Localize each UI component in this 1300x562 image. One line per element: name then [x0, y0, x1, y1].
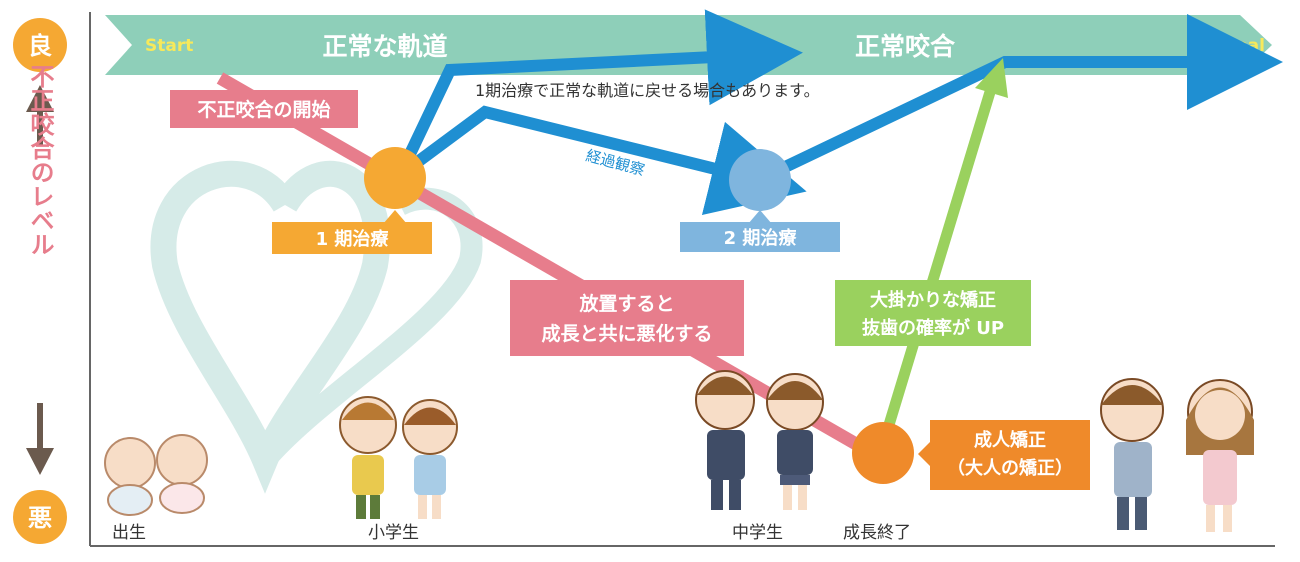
elementary-label: 小学生 [368, 523, 419, 543]
babies-illustration [104, 434, 208, 516]
bad-label: 悪 [28, 504, 52, 532]
worsening-tag [510, 280, 744, 356]
major-correction-tag [835, 280, 1031, 346]
adult-pointer [918, 442, 930, 466]
goal-label: Goal [1222, 36, 1265, 56]
phase1-tag [272, 222, 432, 254]
phase2-circle [729, 149, 791, 211]
worsening-line2: 成長と共に悪化する [541, 322, 712, 345]
growth-end-circle [852, 422, 914, 484]
bad-circle [13, 490, 67, 544]
return-note: 1期治療で正常な軌道に戻せる場合もあります。 [475, 81, 820, 100]
adult-correction-line1: 成人矯正 [974, 429, 1046, 451]
normal-track-title: 正常な軌道 [322, 32, 447, 61]
normal-track-banner [105, 15, 1272, 75]
phase1-label: 1 期治療 [316, 228, 390, 250]
phase2-label: 2 期治療 [724, 227, 798, 249]
phase1-circle [364, 147, 426, 209]
worsening-line1: 放置すると [578, 292, 674, 315]
arrow-up-icon [26, 85, 54, 112]
junior-high-illustration [695, 370, 824, 510]
elementary-kids-illustration [339, 396, 458, 519]
start-label: Start [145, 36, 193, 56]
growth-end-label: 成長終了 [843, 523, 911, 543]
green-arrowhead-icon [975, 58, 1008, 98]
malocclusion-level-label: 不正咬合のレベル [26, 64, 54, 256]
adult-correction-tag [930, 420, 1090, 490]
arrow-down-icon [26, 448, 54, 475]
major-correction-line2: 抜歯の確率が UP [862, 317, 1004, 339]
phase2-tag [680, 222, 840, 252]
adults-illustration [1100, 378, 1254, 532]
start-malocclusion-tag [170, 90, 358, 128]
good-circle [13, 18, 67, 72]
adult-correction-line2: （大人の矯正） [947, 457, 1073, 479]
major-correction-line1: 大掛かりな矯正 [870, 289, 996, 311]
birth-label: 出生 [112, 523, 146, 543]
worsening-line [216, 72, 874, 458]
vertical-label-bg [28, 145, 52, 403]
phase2-pointer [748, 210, 772, 224]
junior-high-label: 中学生 [732, 523, 783, 543]
normal-occlusion-title: 正常咬合 [855, 32, 956, 61]
phase1-pointer [383, 210, 407, 224]
good-label: 良 [28, 32, 52, 60]
start-malocclusion-label: 不正咬合の開始 [197, 98, 330, 121]
major-correction-arrow [879, 90, 996, 440]
return-normal-arrow [394, 9, 803, 178]
to-goal-arrow [759, 14, 1283, 184]
observation-arrow [396, 105, 807, 216]
